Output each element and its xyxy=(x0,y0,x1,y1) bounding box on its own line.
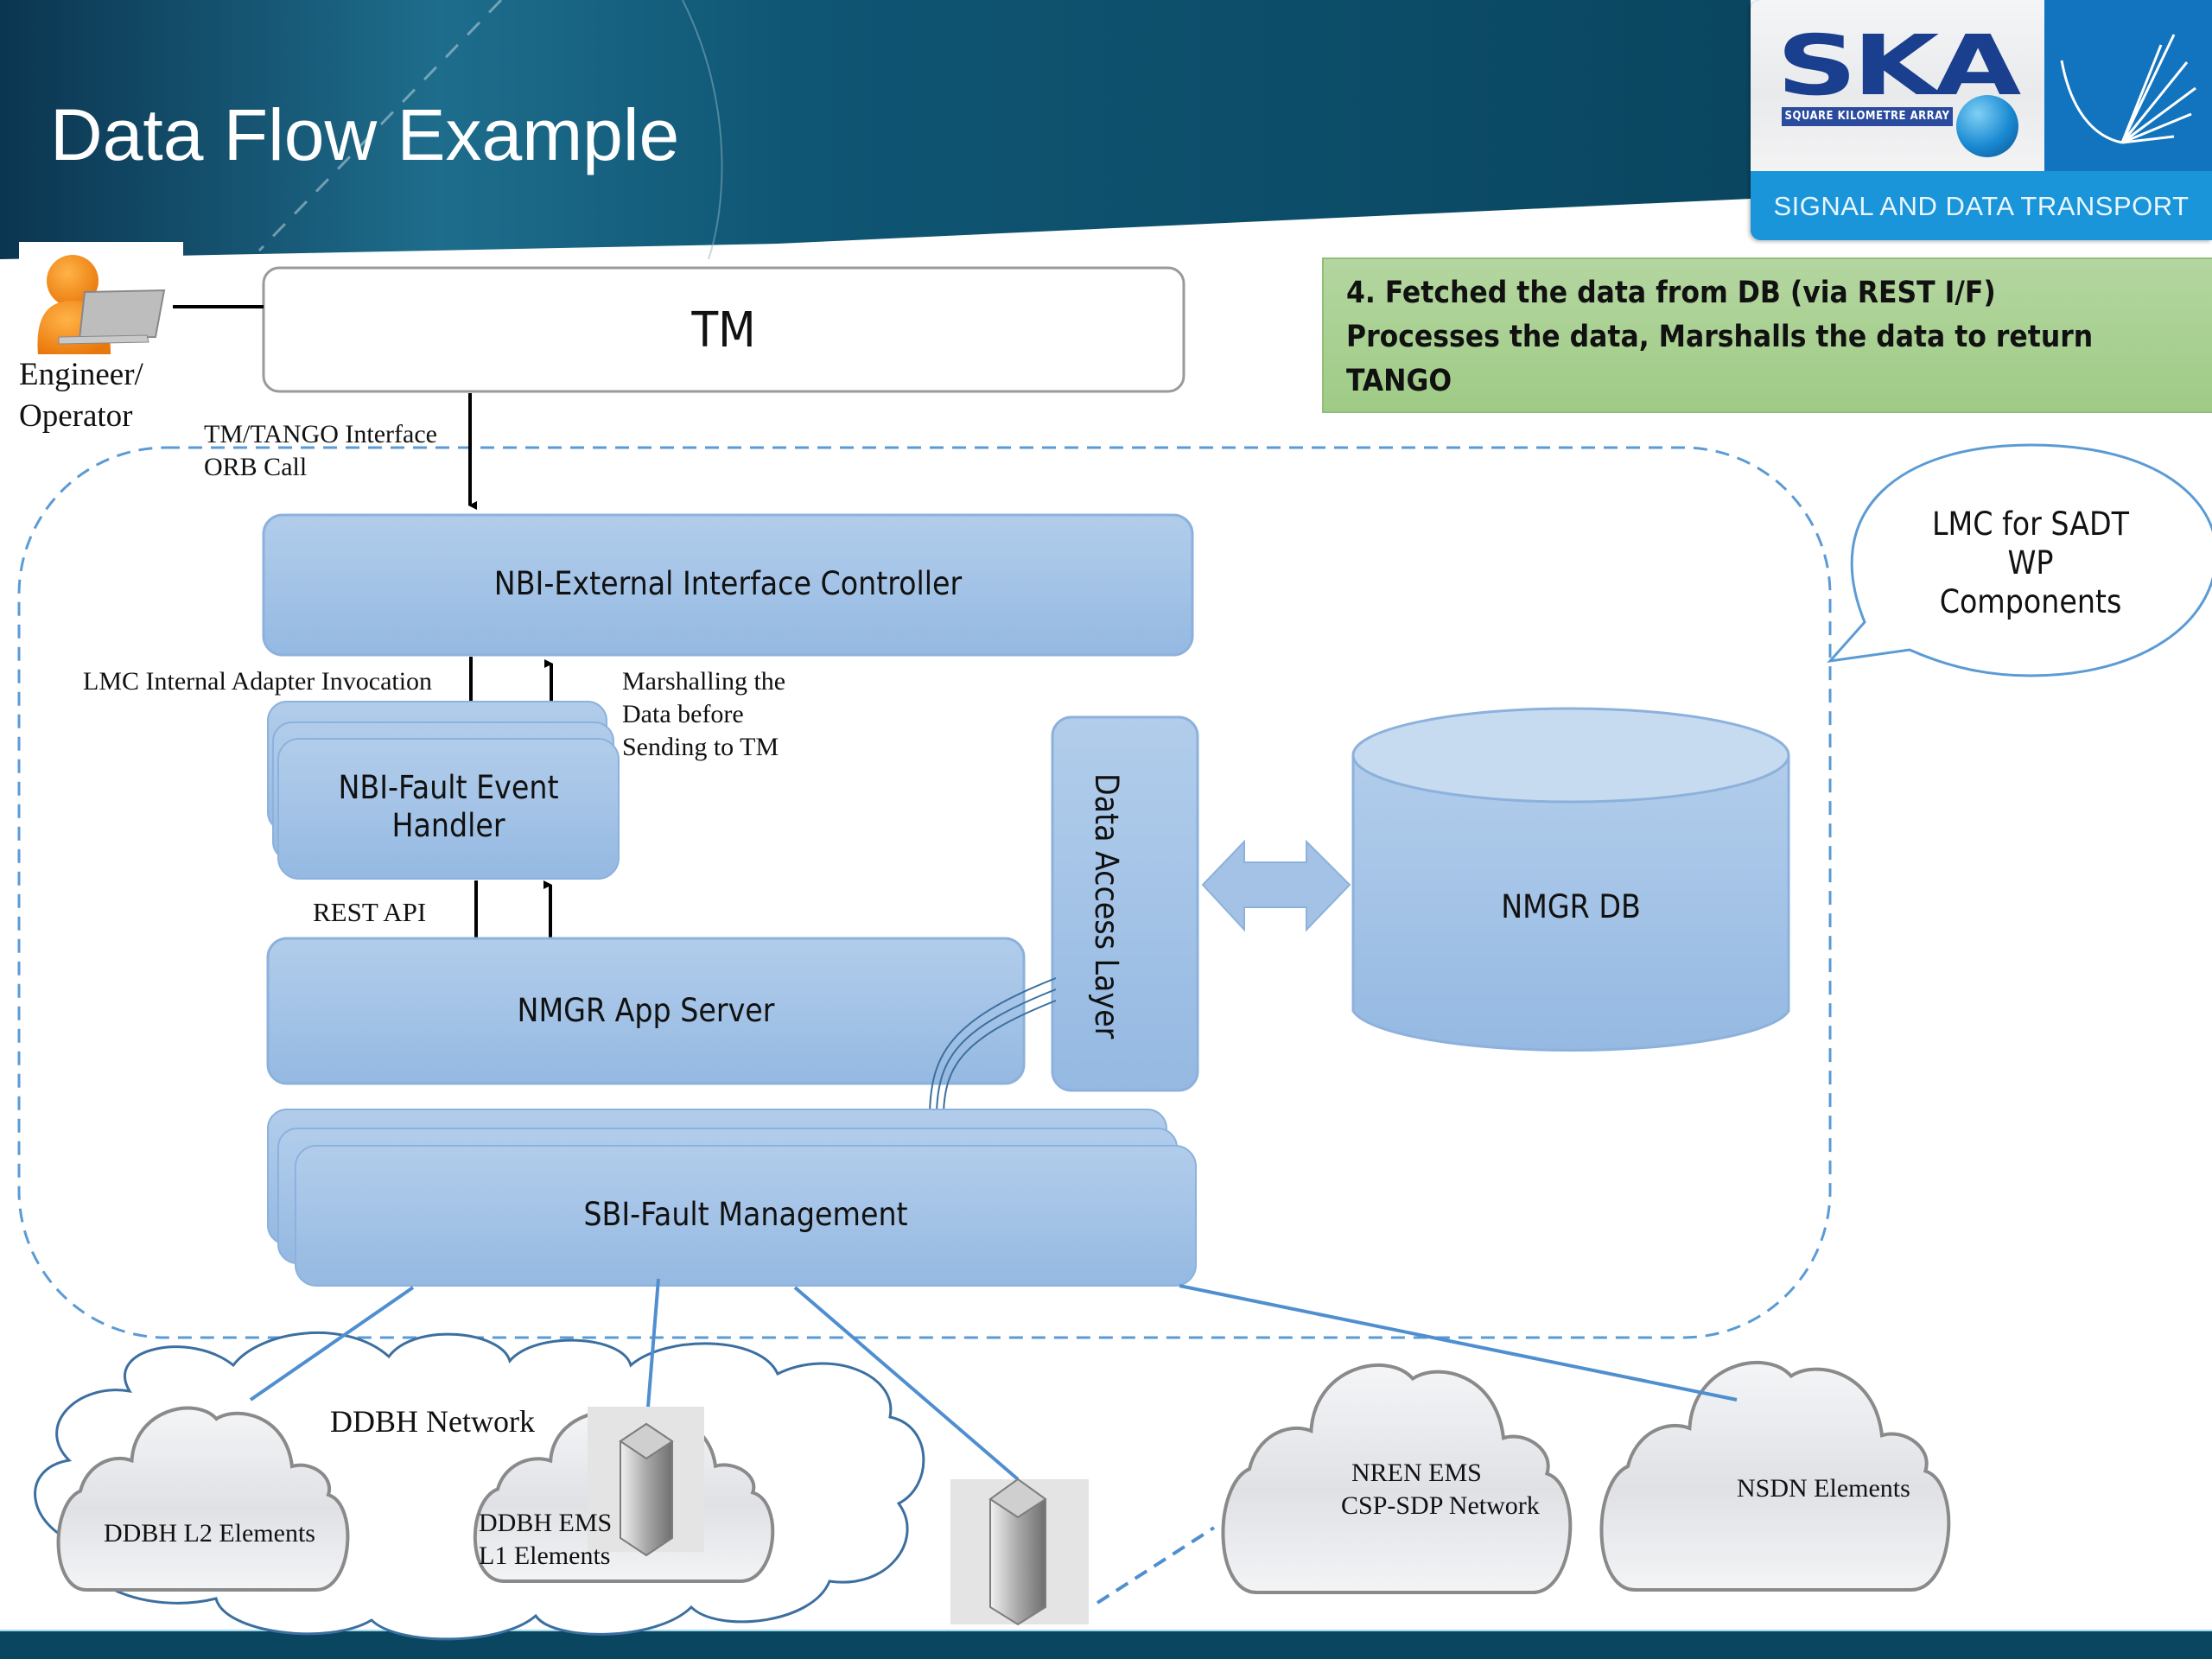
nbi-fault-handler-label: NBI-Fault Event Handler xyxy=(338,769,559,844)
sbi-fault-management-label: SBI-Fault Management xyxy=(583,1196,908,1233)
ddbh-l2-label: DDBH L2 Elements xyxy=(104,1519,315,1548)
lmc-callout xyxy=(1827,443,2212,677)
nbi-external-box[interactable] xyxy=(262,513,1194,657)
engineer-laptop-icon xyxy=(37,255,166,354)
header-arc-decoration xyxy=(682,0,723,260)
tm-tango-interface-label: TM/TANGO Interface ORB Call xyxy=(204,420,437,481)
data-access-layer-label: Data Access Layer xyxy=(1088,773,1125,1039)
wire-bundle xyxy=(929,977,1057,1113)
header-band xyxy=(0,0,1751,259)
nren-ems-label: NREN EMS CSP-SDP Network xyxy=(1341,1459,1540,1520)
database-cylinder-icon xyxy=(1351,707,1790,1052)
nmgr-app-server-label: NMGR App Server xyxy=(517,992,775,1029)
nbi-external-label: NBI-External Interface Controller xyxy=(493,565,963,602)
sbi-connectors xyxy=(249,1278,1738,1481)
radio-dish-icon xyxy=(2060,34,2196,144)
note-line: 4. Fetched the data from DB (via REST I/… xyxy=(1346,276,1996,310)
actor-label: Engineer/ Operator xyxy=(19,357,143,434)
nsdn-cloud xyxy=(1599,1361,1951,1592)
nmgr-db-box[interactable] xyxy=(1353,804,1789,1063)
logo-sphere-icon xyxy=(1956,95,2018,157)
footer-band xyxy=(0,1631,2212,1659)
logo-subtitle: SQUARE KILOMETRE ARRAY xyxy=(1782,107,1953,126)
data-access-layer-box[interactable] xyxy=(1051,715,1199,1092)
ddbh-network-label: DDBH Network xyxy=(330,1404,535,1439)
nsdn-label: NSDN Elements xyxy=(1737,1474,1910,1503)
note-line: Processes the data, Marshalls the data t… xyxy=(1346,320,2094,354)
note-line: TANGO xyxy=(1346,364,1452,398)
nbi-fault-handler-box[interactable] xyxy=(277,738,620,880)
sbi-fault-management-box[interactable] xyxy=(295,1145,1197,1287)
ska-logo: SKA SQUARE KILOMETRE ARRAY SIGNAL AND DA… xyxy=(1751,0,2212,240)
server-icon xyxy=(950,1478,1089,1626)
marshalling-label: Marshalling the Data before Sending to T… xyxy=(622,667,786,761)
tm-box[interactable] xyxy=(262,266,1185,393)
lmc-internal-invocation-label: LMC Internal Adapter Invocation xyxy=(83,667,433,696)
ddbh-l2-cloud xyxy=(56,1406,350,1592)
tm-label: TM xyxy=(691,302,756,359)
double-arrow-icon xyxy=(1201,839,1351,932)
ddbh-ems-label: DDBH EMS L1 Elements xyxy=(479,1509,613,1570)
nmgr-app-server-box[interactable] xyxy=(266,937,1026,1085)
logo-footer-text: SIGNAL AND DATA TRANSPORT xyxy=(1751,171,2212,240)
slide-title: Data Flow Example xyxy=(50,94,680,175)
lmc-callout-text: LMC for SADT WP Components xyxy=(1932,505,2129,620)
step-note: 4. Fetched the data from DB (via REST I/… xyxy=(1322,257,2212,413)
rest-api-label: REST API xyxy=(313,897,427,927)
header-dashed-decoration xyxy=(257,0,503,252)
logo-wordmark: SKA xyxy=(1777,17,2021,114)
server-icon xyxy=(588,1407,704,1557)
nmgr-db-label: NMGR DB xyxy=(1501,888,1641,925)
lmc-boundary xyxy=(17,446,1832,1339)
nren-ems-cloud xyxy=(1221,1363,1573,1594)
